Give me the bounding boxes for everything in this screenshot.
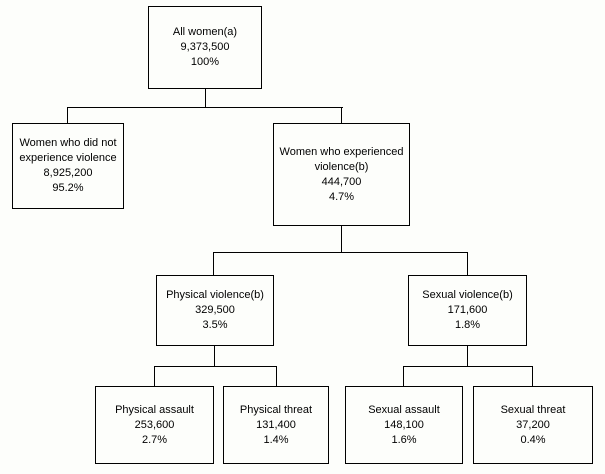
connector-line xyxy=(403,366,533,367)
node-percent: 1.6% xyxy=(391,433,417,446)
node-sexual-threat: Sexual threat 37,200 0.4% xyxy=(473,386,593,464)
node-count: 444,700 xyxy=(321,175,362,188)
node-percent: 2.7% xyxy=(141,433,168,446)
node-percent: 1.8% xyxy=(454,319,481,331)
node-label: Women who did not experience violence xyxy=(19,137,117,164)
node-label: Sexual threat xyxy=(500,403,566,416)
node-percent: 3.5% xyxy=(202,319,228,331)
node-women-experienced-violence: Women who experienced violence(b) 444,70… xyxy=(273,123,410,226)
node-count: 148,100 xyxy=(384,418,424,431)
node-count: 253,600 xyxy=(134,418,175,431)
node-percent: 95.2% xyxy=(52,182,84,194)
connector-line xyxy=(403,366,404,386)
connector-line xyxy=(213,252,468,253)
node-count: 329,500 xyxy=(195,304,235,316)
connector-line xyxy=(205,89,206,108)
node-count: 9,373,500 xyxy=(180,41,230,53)
connector-line xyxy=(214,346,215,366)
connector-line xyxy=(67,107,343,108)
node-label: Sexual assault xyxy=(368,403,440,416)
node-physical-threat: Physical threat 131,400 1.4% xyxy=(223,386,329,464)
connector-line xyxy=(276,366,277,386)
node-count: 8,925,200 xyxy=(43,167,93,179)
connector-line xyxy=(341,107,342,123)
node-label: Sexual violence(b) xyxy=(422,289,513,301)
node-count: 37,200 xyxy=(516,418,550,431)
node-count: 171,600 xyxy=(447,304,488,316)
connector-line xyxy=(341,226,342,252)
node-label: Women who experienced violence(b) xyxy=(279,145,404,173)
node-percent: 4.7% xyxy=(328,190,355,203)
node-percent: 0.4% xyxy=(520,433,546,446)
node-percent: 1.4% xyxy=(263,433,289,446)
node-label: Physical assault xyxy=(115,403,194,416)
node-sexual-violence: Sexual violence(b) 171,600 1.8% xyxy=(408,275,527,346)
connector-line xyxy=(67,107,68,123)
node-percent: 100% xyxy=(190,56,220,68)
node-sexual-assault: Sexual assault 148,100 1.6% xyxy=(345,386,463,464)
node-all-women: All women(a) 9,373,500 100% xyxy=(148,6,262,89)
connector-line xyxy=(213,252,214,275)
connector-line xyxy=(154,366,277,367)
node-count: 131,400 xyxy=(256,418,296,431)
connector-line xyxy=(467,346,468,366)
connector-line xyxy=(154,366,155,386)
node-physical-violence: Physical violence(b) 329,500 3.5% xyxy=(156,275,274,346)
node-label: All women(a) xyxy=(172,26,238,38)
node-women-no-violence: Women who did not experience violence 8,… xyxy=(12,123,124,209)
node-label: Physical violence(b) xyxy=(166,289,264,301)
connector-line xyxy=(467,252,468,275)
node-physical-assault: Physical assault 253,600 2.7% xyxy=(95,386,214,464)
connector-line xyxy=(532,366,533,386)
node-label: Physical threat xyxy=(239,403,313,416)
